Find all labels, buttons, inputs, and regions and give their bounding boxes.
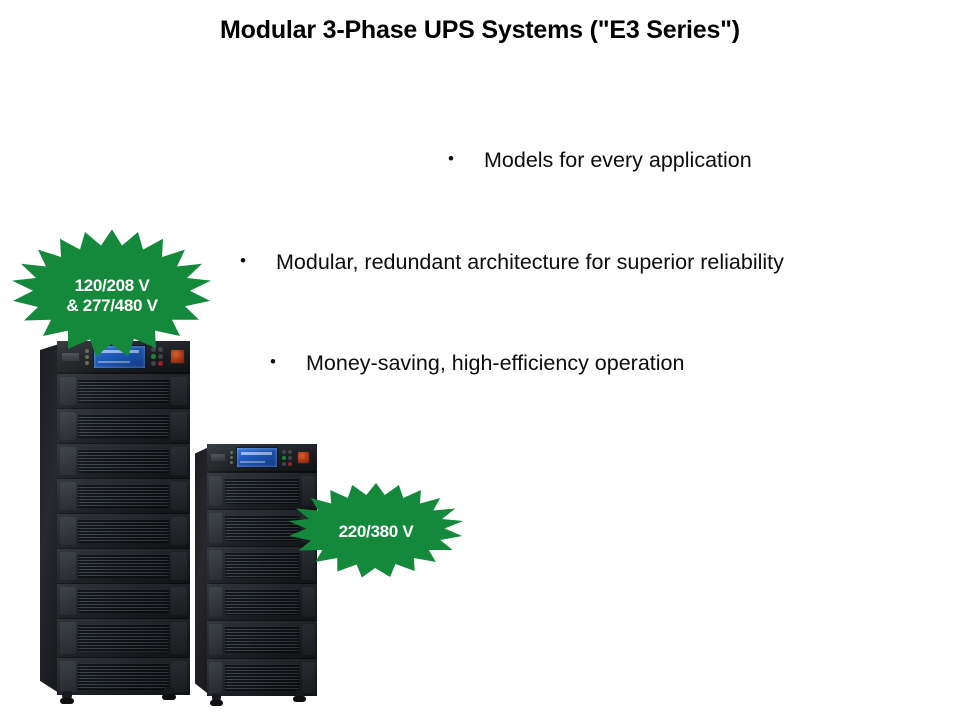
list-item: • Models for every application: [448, 148, 952, 173]
status-led-group: [84, 348, 89, 365]
ups-power-module-bay: [57, 513, 190, 548]
bullet-marker-icon: •: [448, 149, 454, 168]
starburst-icon: [288, 483, 464, 578]
caster-wheel: [210, 694, 223, 706]
caster-wheel: [162, 687, 176, 700]
ups-lcd-display: [236, 447, 278, 468]
bullet-list: • Models for every application • Modular…: [240, 148, 952, 376]
bullet-marker-icon: •: [270, 352, 276, 372]
caster-wheel: [293, 690, 306, 702]
list-item-label: Money-saving, high-efficiency operation: [306, 351, 685, 376]
keypad-button-group[interactable]: [282, 449, 292, 466]
list-item-label: Models for every application: [484, 148, 752, 172]
page-title: Modular 3-Phase UPS Systems ("E3 Series"…: [220, 16, 740, 44]
ups-power-module-bay: [207, 472, 317, 509]
ups-power-module-bay: [57, 583, 190, 618]
brand-logo: [211, 454, 225, 461]
keypad-button-group[interactable]: [151, 347, 164, 366]
ups-power-module-bay: [57, 618, 190, 657]
list-item-label: Modular, redundant architecture for supe…: [276, 249, 784, 274]
ups-power-module-bay: [57, 443, 190, 478]
ups-side-panel: [40, 343, 62, 695]
brand-logo: [62, 352, 79, 361]
callout-voltage-intl-label: 220/380 V: [338, 522, 414, 542]
callout-voltage-na: 120/208 V & 277/480 V: [12, 228, 212, 363]
caster-wheel: [60, 691, 74, 704]
list-item: • Modular, redundant architecture for su…: [240, 250, 952, 275]
callout-voltage-intl: 220/380 V: [288, 482, 464, 582]
ups-power-module-bay: [207, 658, 317, 696]
large-modular-ups-cabinet: [40, 335, 192, 704]
callout-voltage-na-label: 120/208 V & 277/480 V: [66, 276, 158, 315]
ups-power-module-bay: [207, 546, 317, 583]
status-led-group: [230, 451, 233, 464]
bullet-marker-icon: •: [240, 250, 246, 270]
list-item: • Money-saving, high-efficiency operatio…: [270, 351, 952, 376]
ups-control-panel[interactable]: [207, 444, 317, 472]
starburst-icon: [12, 229, 211, 357]
emergency-power-off-button[interactable]: [170, 349, 185, 364]
ups-power-module-bay: [207, 583, 317, 620]
ups-power-module-bay: [207, 620, 317, 658]
ups-power-module-bay: [57, 548, 190, 583]
ups-power-module-bay: [57, 373, 190, 408]
small-modular-ups-cabinet: [195, 440, 320, 706]
ups-front-panel: [207, 444, 317, 696]
emergency-power-off-button[interactable]: [297, 451, 310, 464]
ups-power-module-bay: [57, 478, 190, 513]
ups-control-panel[interactable]: [57, 341, 190, 373]
ups-front-panel: [57, 341, 190, 695]
ups-power-module-bay: [57, 657, 190, 695]
ups-power-module-bay: [57, 408, 190, 443]
